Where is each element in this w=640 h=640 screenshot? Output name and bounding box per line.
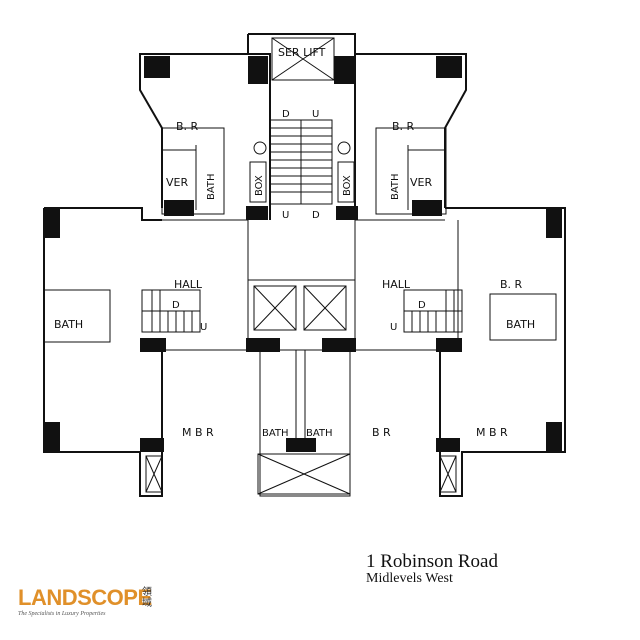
left-hall-label: HALL [174, 278, 203, 291]
left-ver-label: VER [166, 176, 188, 189]
stair-up-bottom-label: U [282, 210, 289, 221]
right-tower-bath-label: BATH [390, 173, 401, 200]
left-stair-d-label: D [172, 300, 180, 311]
passenger-lifts [145, 285, 457, 495]
stair-down-label: D [282, 109, 290, 120]
center-bath-left-label: BATH [262, 428, 289, 439]
left-mbr-label: M B R [182, 426, 214, 439]
logo-wordmark: LANDSCOPE [18, 585, 152, 610]
box-left-label: BOX [254, 175, 265, 196]
left-stair-u-label: U [200, 322, 207, 333]
right-br-wing-label: B. R [500, 278, 523, 291]
stair-up-label: U [312, 109, 319, 120]
left-br-label: B. R [176, 120, 199, 133]
left-internal-stair [141, 289, 201, 333]
logo-chinese: 領域 [142, 587, 152, 609]
room-labels: SER LIFT D U U D BOX BOX B. R B. R VER V… [54, 46, 535, 439]
right-mbr-label: M B R [476, 426, 508, 439]
center-br-label: B R [372, 426, 391, 439]
central-stair [249, 119, 355, 205]
columns [44, 56, 562, 452]
center-bath-right-label: BATH [306, 428, 333, 439]
right-bath-label: BATH [506, 318, 535, 331]
interior-walls [43, 127, 557, 452]
logo-tagline: The Specialists in Luxury Properties [18, 611, 106, 617]
stair-down-bottom-label: D [312, 210, 320, 221]
building-title: 1 Robinson Road [366, 551, 498, 572]
box-right-label: BOX [342, 175, 353, 196]
ser-lift-label: SER LIFT [278, 46, 326, 59]
right-internal-stair [403, 289, 463, 333]
right-ver-label: VER [410, 176, 432, 189]
district-subtitle: Midlevels West [366, 571, 453, 586]
stair-treads [270, 127, 332, 193]
left-tower-bath-label: BATH [206, 173, 217, 200]
landscope-logo: LANDSCOPE The Specialists in Luxury Prop… [18, 585, 168, 625]
service-lift [271, 37, 335, 81]
right-hall-label: HALL [382, 278, 411, 291]
right-stair-d-label: D [418, 300, 426, 311]
right-br-label: B. R [392, 120, 415, 133]
right-stair-u-label: U [390, 322, 397, 333]
left-bath-label: BATH [54, 318, 83, 331]
